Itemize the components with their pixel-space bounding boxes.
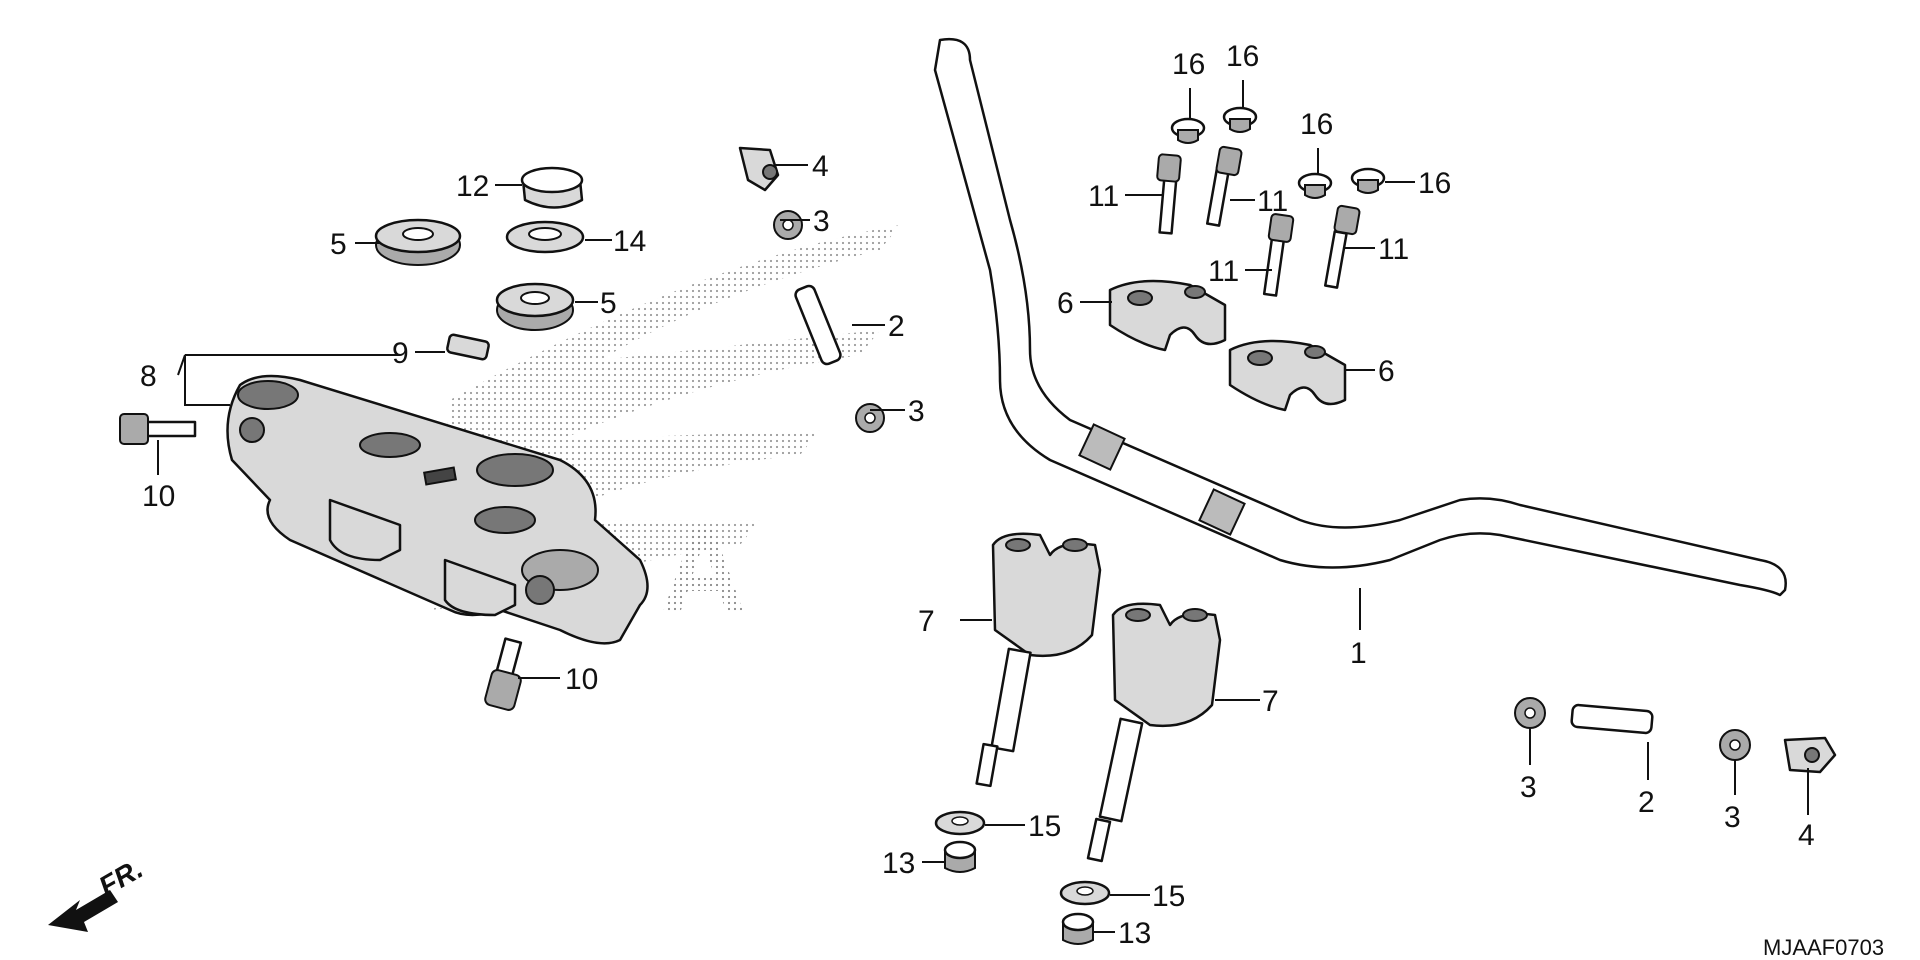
front-arrow-icon bbox=[48, 890, 118, 932]
bolt-11-c bbox=[1262, 213, 1295, 297]
switch-4-right bbox=[1783, 736, 1837, 774]
callout-9: 9 bbox=[392, 337, 409, 370]
callout-2: 2 bbox=[1638, 786, 1655, 819]
grip-knurl-right bbox=[1198, 488, 1246, 536]
cap-16-d bbox=[1350, 167, 1386, 194]
cap-nut-12 bbox=[520, 166, 584, 209]
callout-13: 13 bbox=[882, 847, 915, 880]
top-bridge bbox=[226, 374, 649, 645]
nut-3-c bbox=[1514, 697, 1546, 729]
callout-2: 2 bbox=[888, 310, 905, 343]
lower-holder-7-b bbox=[1086, 602, 1222, 863]
callout-13: 13 bbox=[1118, 917, 1151, 950]
bolt-11-b bbox=[1205, 145, 1243, 227]
callout-15: 15 bbox=[1152, 880, 1185, 913]
callout-12: 12 bbox=[456, 170, 489, 203]
callout-4: 4 bbox=[812, 150, 829, 183]
callout-10: 10 bbox=[565, 663, 598, 696]
cap-16-b bbox=[1222, 106, 1258, 133]
upper-holder-6-a bbox=[1108, 279, 1227, 352]
washer-15-b bbox=[1059, 880, 1111, 906]
callout-14: 14 bbox=[613, 225, 646, 258]
cap-16-c bbox=[1297, 172, 1333, 199]
callout-10: 10 bbox=[142, 480, 175, 513]
plate-9 bbox=[446, 333, 490, 361]
upper-holder-6-b bbox=[1228, 339, 1347, 412]
callout-11: 11 bbox=[1208, 255, 1239, 288]
callout-11: 11 bbox=[1257, 185, 1288, 218]
rubber-5-lower bbox=[495, 282, 575, 331]
rubber-5-upper bbox=[374, 218, 462, 266]
cap-16-a bbox=[1170, 117, 1206, 144]
callout-16: 16 bbox=[1226, 40, 1259, 73]
nut-13-b bbox=[1061, 912, 1095, 945]
callout-7: 7 bbox=[918, 605, 935, 638]
grip-knurl-left bbox=[1078, 423, 1126, 471]
watermark-text: A bbox=[660, 504, 767, 638]
callout-11: 11 bbox=[1378, 233, 1409, 266]
callout-16: 16 bbox=[1172, 48, 1205, 81]
callout-3: 3 bbox=[813, 205, 830, 238]
callout-16: 16 bbox=[1300, 108, 1333, 141]
bolt-11-a bbox=[1156, 153, 1182, 235]
callout-4: 4 bbox=[1798, 819, 1815, 852]
callout-3: 3 bbox=[1724, 801, 1741, 834]
washer-14 bbox=[505, 220, 585, 254]
callout-16: 16 bbox=[1418, 167, 1451, 200]
callout-1: 1 bbox=[1350, 637, 1367, 670]
switch-4-upper bbox=[738, 146, 780, 192]
nut-3-a bbox=[773, 210, 803, 240]
callout-6: 6 bbox=[1057, 287, 1074, 320]
bolt-10-left bbox=[119, 413, 197, 445]
callout-3: 3 bbox=[908, 395, 925, 428]
nut-13-a bbox=[943, 840, 977, 873]
leader-lines bbox=[157, 80, 1809, 933]
callout-7: 7 bbox=[1262, 685, 1279, 718]
callouts: 1 2 2 3 3 3 3 4 4 5 5 6 6 7 7 8 9 10 10 … bbox=[140, 40, 1815, 950]
callout-15: 15 bbox=[1028, 810, 1061, 843]
washer-15-a bbox=[934, 810, 986, 836]
callout-3: 3 bbox=[1520, 771, 1537, 804]
callout-5: 5 bbox=[330, 228, 347, 261]
nut-3-b bbox=[855, 403, 885, 433]
callout-5: 5 bbox=[600, 287, 617, 320]
front-direction-indicator: FR. bbox=[48, 853, 148, 932]
diagram-code: MJAAF0703 bbox=[1763, 935, 1884, 960]
bolt-10-bottom bbox=[484, 637, 523, 711]
front-label: FR. bbox=[94, 853, 149, 902]
callout-11: 11 bbox=[1088, 180, 1119, 213]
pin-2-right bbox=[1570, 703, 1654, 735]
nut-3-d bbox=[1719, 729, 1751, 761]
callout-8: 8 bbox=[140, 360, 157, 393]
pin-2-upper bbox=[794, 284, 842, 366]
lower-holder-7-a bbox=[975, 532, 1102, 788]
bolt-11-d bbox=[1323, 204, 1361, 289]
handlebar bbox=[933, 37, 1787, 597]
callout-6: 6 bbox=[1378, 355, 1395, 388]
